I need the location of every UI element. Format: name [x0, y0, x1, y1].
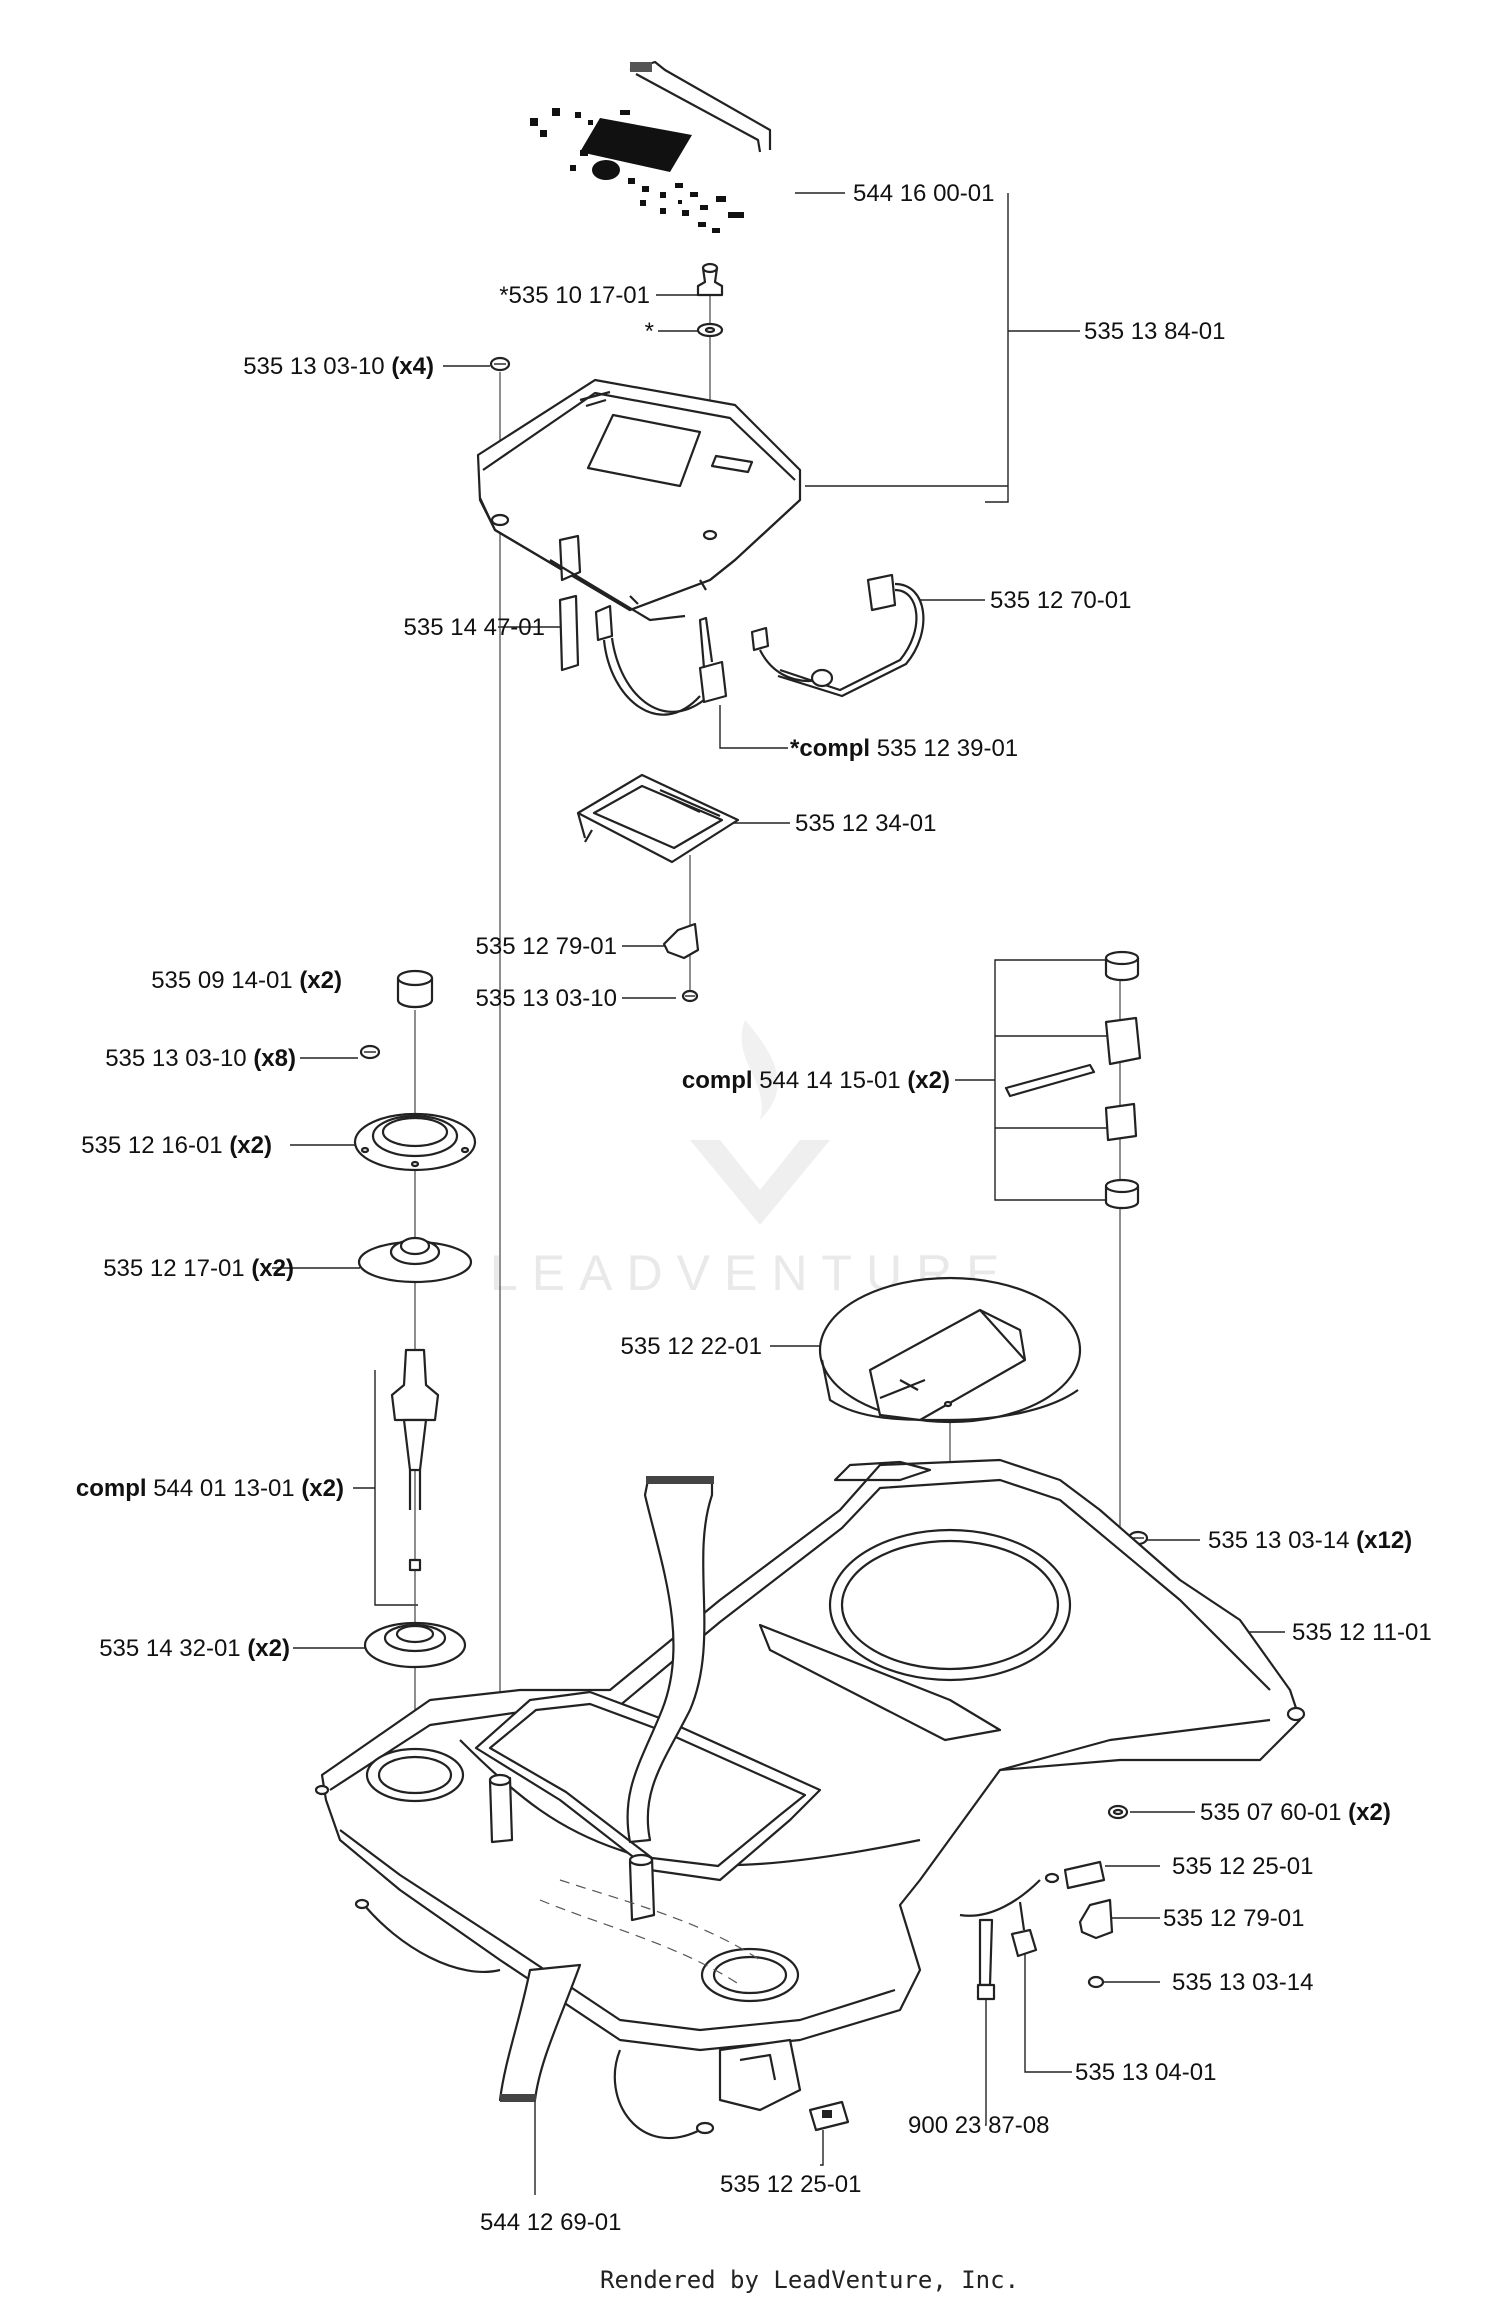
- callout-c20: 535 14 32-01 (x2): [99, 1635, 290, 1662]
- callout-c02: *535 10 17-01: [499, 282, 650, 309]
- callout-c04: 535 13 84-01: [1084, 318, 1225, 345]
- control-panel-overlay: [530, 60, 772, 233]
- chassis-body: [314, 1458, 1306, 2139]
- callout-c15: compl 544 14 15-01 (x2): [682, 1067, 950, 1094]
- callout-c05: 535 13 03-10 (x4): [243, 353, 434, 380]
- callout-c16: 535 12 17-01 (x2): [103, 1255, 294, 1282]
- callout-c11: 535 13 03-10: [476, 985, 617, 1012]
- rubber-bushing: [396, 969, 434, 1009]
- ribbon-cable: [498, 1476, 714, 2102]
- cable-part: [750, 573, 925, 698]
- callout-c06: 535 14 47-01: [404, 614, 545, 641]
- callout-c23: 535 12 25-01: [1172, 1853, 1313, 1880]
- callout-c26: 535 13 04-01: [1075, 2059, 1216, 2086]
- callout-labels: 544 16 00-01 *535 10 17-01 * 535 13 84-0…: [76, 180, 1432, 2236]
- dome-seal: [357, 1236, 473, 1284]
- watermark-logo: [690, 1020, 830, 1225]
- bracket-part: [558, 594, 614, 672]
- circuit-board: [576, 773, 740, 864]
- bellows-cup: [363, 1621, 467, 1669]
- callout-c25: 535 13 03-14: [1172, 1969, 1313, 1996]
- callout-c17: 535 12 22-01: [621, 1333, 762, 1360]
- callout-c01: 544 16 00-01: [853, 180, 994, 207]
- screw-top: [489, 356, 511, 372]
- label-sticker-bottom: [808, 2100, 850, 2132]
- control-cover: [476, 378, 802, 622]
- callout-c22: 535 07 60-01 (x2): [1200, 1799, 1391, 1826]
- washer-small: [1107, 1804, 1129, 1820]
- callout-c24: 535 12 79-01: [1163, 1905, 1304, 1932]
- callout-c29: 544 12 69-01: [480, 2209, 621, 2236]
- callout-c07: 535 12 70-01: [990, 587, 1131, 614]
- cable-tie: [976, 1918, 996, 2001]
- callout-c27: 900 23 87-08: [908, 2112, 1049, 2139]
- spring-assembly: [1004, 950, 1142, 1210]
- callout-c08: *compl 535 12 39-01: [790, 735, 1018, 762]
- clip-part: [662, 922, 700, 1003]
- callout-c13: 535 13 03-10 (x8): [105, 1045, 296, 1072]
- screw-left: [359, 1044, 381, 1060]
- label-sticker: [1063, 1860, 1106, 1890]
- callout-c10: 535 12 79-01: [476, 933, 617, 960]
- knob-part: [696, 262, 724, 338]
- callout-c21: 535 12 11-01: [1292, 1619, 1432, 1646]
- footer-credit: Rendered by LeadVenture, Inc.: [600, 2266, 1019, 2294]
- callout-c19: 535 13 03-14 (x12): [1208, 1527, 1412, 1554]
- callout-c28: 535 12 25-01: [720, 2171, 861, 2198]
- height-adjust-assembly: [390, 1348, 440, 1572]
- clip-lower: [1078, 1898, 1114, 1989]
- switch-harness: [602, 616, 728, 716]
- callout-c03: *: [645, 318, 654, 345]
- flange-ring: [353, 1112, 477, 1172]
- callout-c09: 535 12 34-01: [795, 810, 936, 837]
- callout-c14: 535 12 16-01 (x2): [81, 1132, 272, 1159]
- callout-c18: compl 544 01 13-01 (x2): [76, 1475, 344, 1502]
- cable-tie-mount: [1010, 1901, 1038, 1958]
- dial-knob: [818, 1276, 1082, 1424]
- callout-c12: 535 09 14-01 (x2): [151, 967, 342, 994]
